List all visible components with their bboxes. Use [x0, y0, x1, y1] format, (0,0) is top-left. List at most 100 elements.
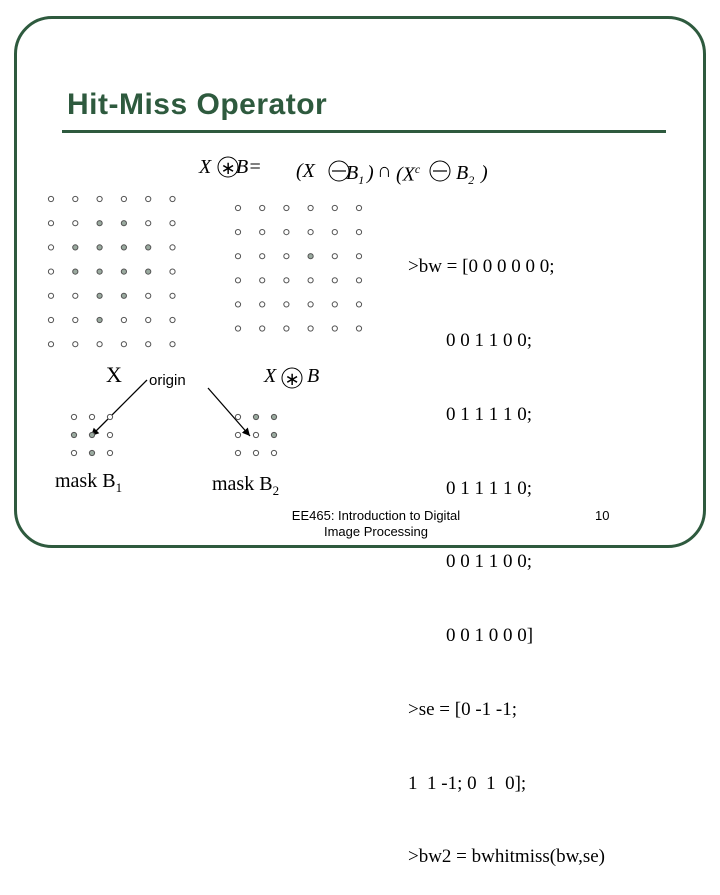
pixel-off: [307, 229, 314, 236]
pixel-off: [283, 277, 290, 284]
slide-title: Hit-Miss Operator: [67, 88, 328, 121]
intersection-symbol: ∩: [377, 160, 392, 182]
pixel-off: [307, 277, 314, 284]
pixel-off: [234, 229, 242, 236]
arrow-to-mask-b1: [90, 379, 148, 437]
code-line: 0 0 1 1 0 0;: [408, 329, 533, 351]
title-rule: [62, 130, 666, 133]
pixel-off: [47, 316, 55, 324]
pixel-off: [259, 277, 266, 284]
label-mask-b2: mask B2: [212, 473, 280, 498]
pixel-off: [47, 195, 55, 203]
code-line: 0 0 1 0 0 0]: [408, 625, 534, 647]
erosion-symbol-b1: [328, 160, 350, 182]
pixel-on: [96, 220, 103, 227]
formula-b1: B1: [346, 162, 365, 187]
pixel-off: [331, 253, 338, 260]
pixel-off: [234, 413, 242, 421]
pixel-off: [70, 449, 78, 457]
pixel-off: [106, 449, 114, 457]
pixel-off: [96, 195, 103, 203]
pixel-on: [270, 431, 278, 439]
code-line: 0 1 1 1 1 0;: [408, 477, 533, 499]
formula-close1: ): [367, 162, 374, 184]
pixel-off: [72, 195, 79, 203]
pixel-off: [72, 341, 79, 348]
pixel-off: [331, 277, 338, 284]
pixel-on: [72, 244, 79, 251]
pixel-off: [355, 204, 363, 212]
pixel-off: [252, 431, 260, 439]
label-mask-b1: mask B1: [55, 470, 123, 495]
pixel-off: [169, 316, 176, 324]
pixel-on: [88, 431, 96, 439]
grid-mask-b1: [70, 413, 114, 457]
formula-open-x: (X: [296, 160, 315, 182]
pixel-off: [331, 325, 338, 332]
pixel-on: [145, 268, 152, 275]
pixel-off: [234, 325, 242, 332]
label-x: X: [106, 362, 122, 387]
pixel-on: [307, 253, 314, 260]
pixel-off: [47, 341, 55, 348]
pixel-on: [96, 292, 103, 299]
svg-text:∗: ∗: [220, 158, 235, 179]
pixel-off: [259, 253, 266, 260]
pixel-off: [259, 325, 266, 332]
pixel-off: [72, 292, 79, 299]
pixel-on: [96, 268, 103, 275]
pixel-off: [72, 316, 79, 324]
pixel-off: [283, 229, 290, 236]
pixel-off: [355, 277, 363, 284]
pixel-off: [120, 195, 128, 203]
pixel-off: [283, 301, 290, 308]
code-line: 0 0 1 1 0 0;: [408, 551, 533, 573]
pixel-on: [120, 244, 128, 251]
pixel-off: [145, 195, 152, 203]
pixel-off: [331, 229, 338, 236]
pixel-off: [120, 316, 128, 324]
footer: EE465: Introduction to Digital Image Pro…: [278, 508, 474, 540]
erosion-symbol-b2: [429, 160, 451, 182]
pixel-off: [70, 413, 78, 421]
grid-mask-b2: [234, 413, 278, 457]
pixel-off: [259, 301, 266, 308]
label-origin: origin: [149, 372, 186, 389]
pixel-off: [106, 413, 114, 421]
formula-close2: ): [481, 162, 488, 184]
pixel-off: [307, 325, 314, 332]
pixel-off: [355, 301, 363, 308]
pixel-off: [106, 431, 114, 439]
pixel-off: [234, 204, 242, 212]
pixel-off: [47, 292, 55, 299]
pixel-off: [234, 301, 242, 308]
pixel-on: [96, 244, 103, 251]
pixel-on: [96, 316, 103, 324]
pixel-off: [331, 204, 338, 212]
pixel-off: [145, 220, 152, 227]
pixel-off: [234, 431, 242, 439]
pixel-on: [145, 244, 152, 251]
pixel-on: [70, 431, 78, 439]
pixel-off: [169, 268, 176, 275]
pixel-on: [252, 413, 260, 421]
pixel-off: [96, 341, 103, 348]
pixel-off: [355, 325, 363, 332]
pixel-on: [72, 268, 79, 275]
formula-lhs-x: X: [199, 156, 212, 178]
code-line: >se = [0 -1 -1;: [408, 698, 518, 720]
pixel-off: [47, 268, 55, 275]
footer-line: Image Processing: [323, 524, 429, 539]
formula-hitmiss-operator: ∗: [217, 156, 239, 179]
diagram-canvas: ∗ ∗: [47, 156, 451, 457]
pixel-off: [169, 292, 176, 299]
pixel-off: [145, 292, 152, 299]
pixel-off: [234, 277, 242, 284]
pixel-off: [169, 195, 176, 203]
arrow-to-mask-b2: [207, 387, 251, 437]
pixel-off: [169, 244, 176, 251]
page-number: 10: [595, 508, 610, 523]
pixel-off: [169, 220, 176, 227]
pixel-on: [120, 268, 128, 275]
pixel-on: [120, 220, 128, 227]
